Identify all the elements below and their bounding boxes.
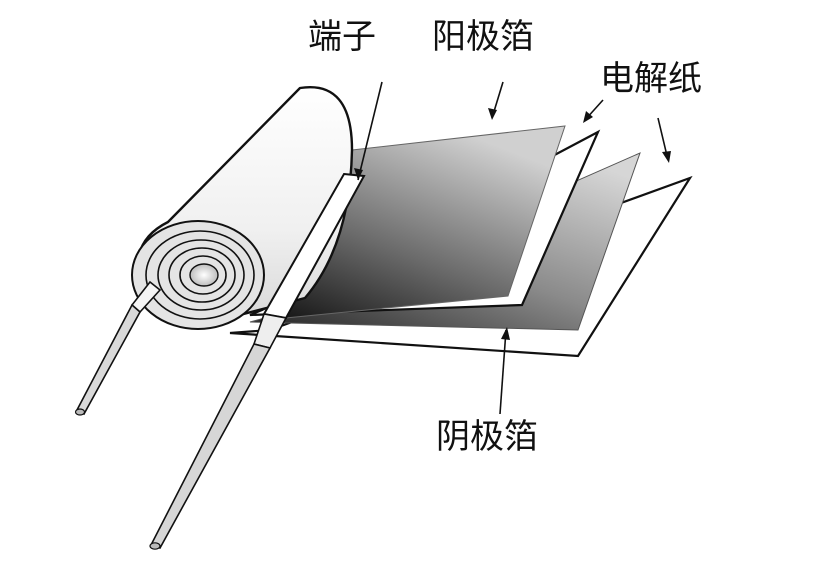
terminal-arrow (357, 81, 383, 181)
label-electrolytic-paper: 电解纸 (600, 59, 702, 99)
roll-core (189, 263, 219, 287)
leader-arrows (354, 81, 671, 415)
label-terminal: 端子 (308, 17, 376, 57)
terminal-lead-back (74, 280, 162, 416)
label-cathode-foil: 阴极箔 (436, 417, 538, 457)
cathode-foil-arrow (499, 329, 507, 415)
label-anode-foil: 阳极箔 (432, 17, 534, 57)
